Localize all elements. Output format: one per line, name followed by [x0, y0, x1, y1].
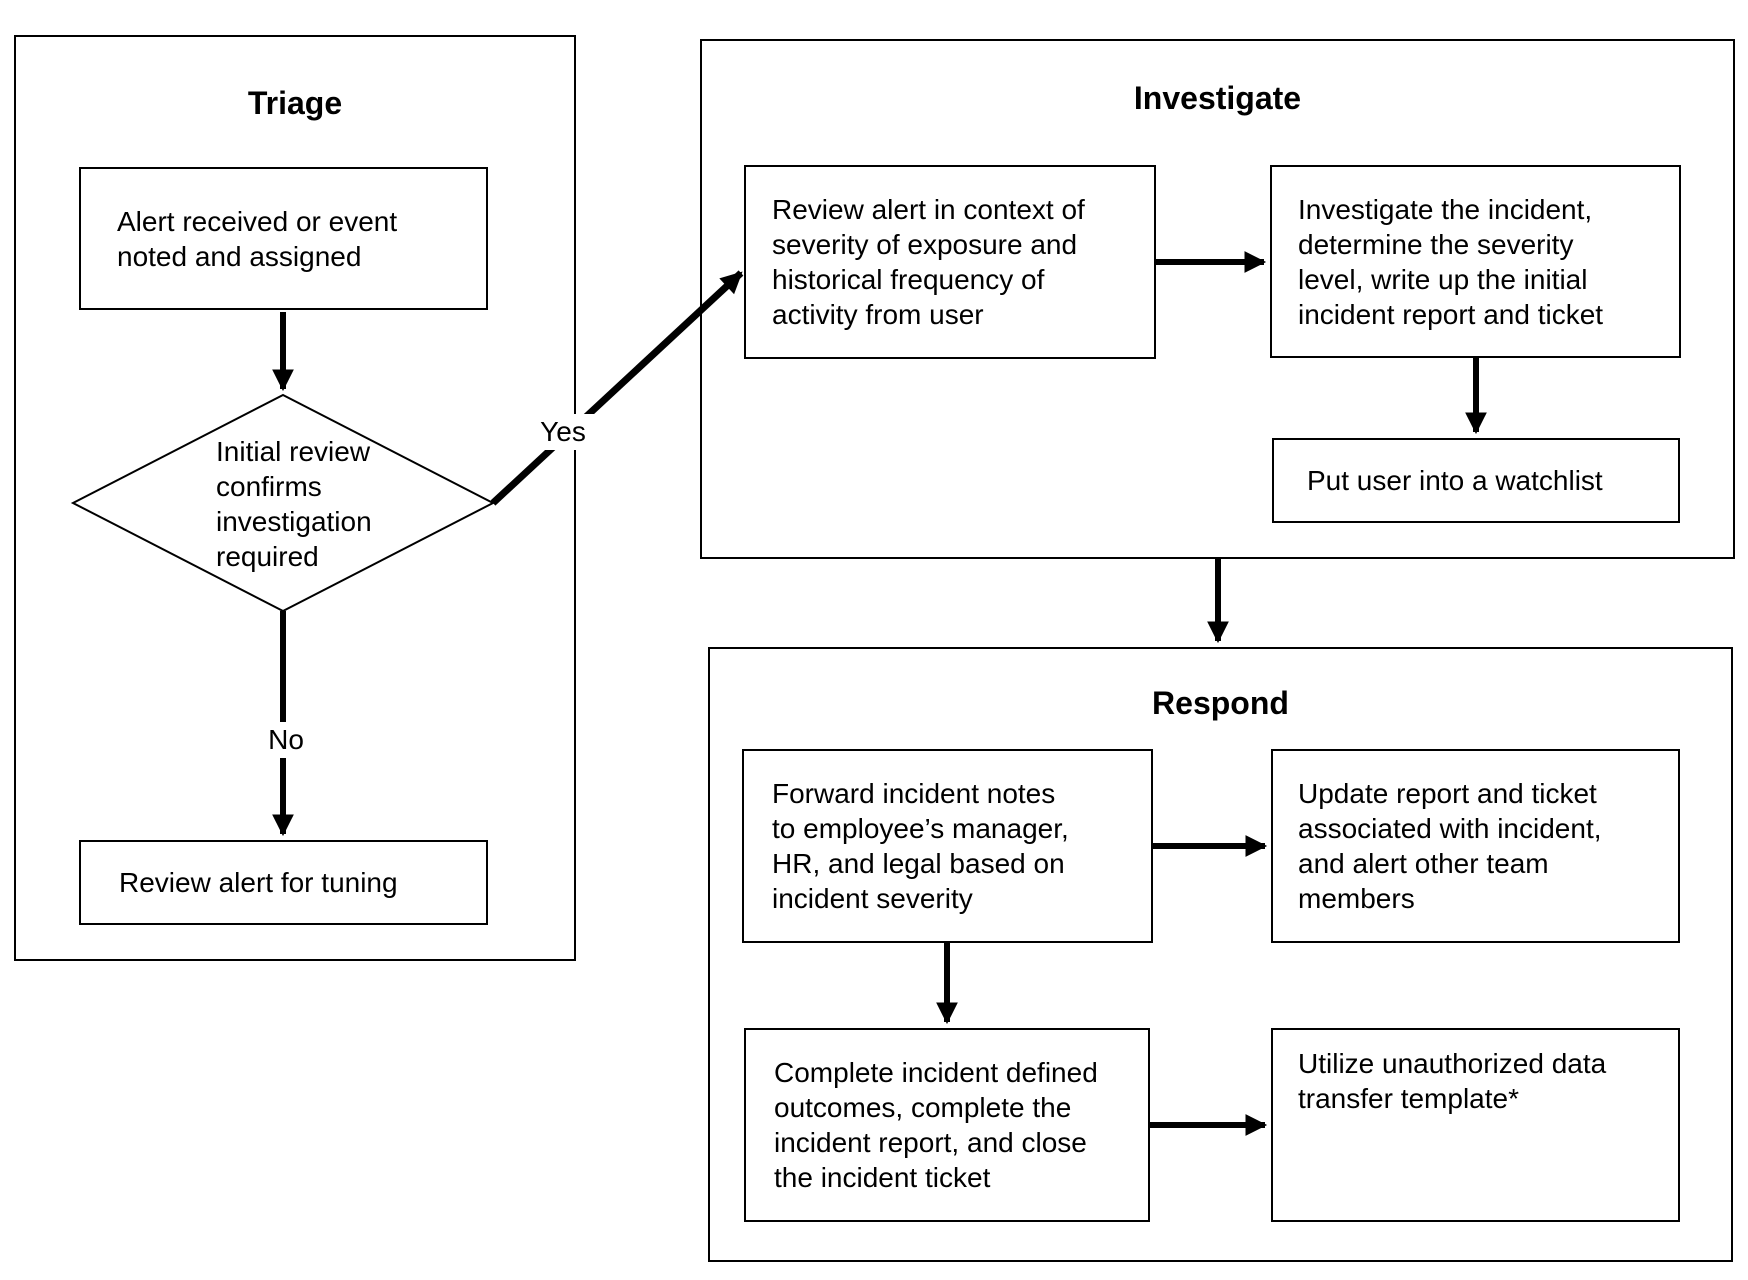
investigate-title: Investigate: [1133, 80, 1302, 116]
respond-title: Respond: [1152, 685, 1289, 721]
alert-received-box: Alert received or event noted and assign…: [79, 167, 488, 310]
review-alert-tuning-text: Review alert for tuning: [119, 867, 398, 898]
forward-notes-text: Forward incident notes to employee’s man…: [772, 778, 1069, 914]
alert-received-text: Alert received or event noted and assign…: [117, 205, 398, 272]
decision-diamond-text: Initial review confirms investigation re…: [216, 436, 372, 572]
update-report-box: Update report and ticket associated with…: [1271, 749, 1680, 943]
complete-outcomes-text: Complete incident defined outcomes, comp…: [774, 1057, 1098, 1193]
update-report-text: Update report and ticket associated with…: [1298, 778, 1602, 914]
investigate-incident-text: Investigate the incident, determine the …: [1298, 193, 1604, 330]
watchlist-box: Put user into a watchlist: [1272, 438, 1680, 523]
investigate-incident-box: Investigate the incident, determine the …: [1270, 165, 1681, 358]
forward-notes-box: Forward incident notes to employee’s man…: [742, 749, 1153, 943]
utilize-template-text: Utilize unauthorized data transfer templ…: [1298, 1048, 1607, 1114]
review-context-box: Review alert in context of severity of e…: [744, 165, 1156, 359]
complete-outcomes-box: Complete incident defined outcomes, comp…: [744, 1028, 1150, 1222]
utilize-template-box: Utilize unauthorized data transfer templ…: [1271, 1028, 1680, 1222]
no-edge-label: No: [256, 722, 316, 758]
triage-title: Triage: [247, 85, 343, 121]
watchlist-text: Put user into a watchlist: [1307, 465, 1603, 496]
review-alert-tuning-box: Review alert for tuning: [79, 840, 488, 925]
review-context-text: Review alert in context of severity of e…: [772, 194, 1085, 330]
respond-panel: [708, 647, 1733, 1262]
yes-edge-label: Yes: [528, 414, 598, 450]
